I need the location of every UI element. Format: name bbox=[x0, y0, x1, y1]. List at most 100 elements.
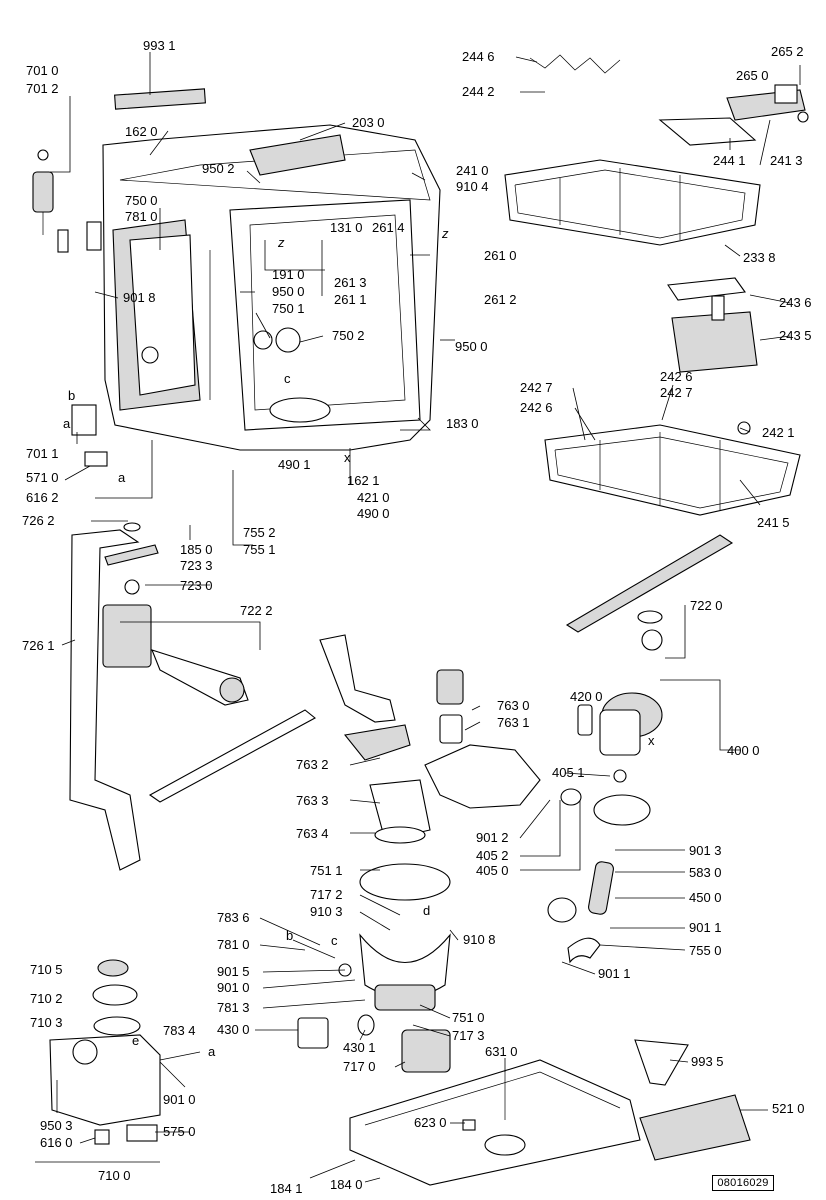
ref-letter: z bbox=[441, 226, 449, 241]
label-763-4: 763 4 bbox=[296, 826, 329, 841]
label-726-2: 726 2 bbox=[22, 513, 55, 528]
base-drawing bbox=[349, 1039, 751, 1186]
ref-letter: x bbox=[648, 733, 655, 748]
label-910-8: 910 8 bbox=[463, 932, 496, 947]
label-616-2: 616 2 bbox=[26, 490, 59, 505]
label-241-3: 241 3 bbox=[770, 153, 803, 168]
label-184-1: 184 1 bbox=[270, 1181, 303, 1196]
ref-letter: b bbox=[68, 388, 75, 403]
label-162-1: 162 1 bbox=[347, 473, 380, 488]
label-910-3: 910 3 bbox=[310, 904, 343, 919]
label-710-0: 710 0 bbox=[98, 1168, 131, 1183]
label-763-1: 763 1 bbox=[497, 715, 530, 730]
label-783-6: 783 6 bbox=[217, 910, 250, 925]
label-405-0: 405 0 bbox=[476, 863, 509, 878]
document-code: 08016029 bbox=[712, 1175, 774, 1191]
label-901-5: 901 5 bbox=[217, 964, 250, 979]
label-950-0-b: 950 0 bbox=[455, 339, 488, 354]
label-750-1: 750 1 bbox=[272, 301, 305, 316]
label-750-0: 750 0 bbox=[125, 193, 158, 208]
label-242-7-a: 242 7 bbox=[520, 380, 553, 395]
label-131-0: 131 0 bbox=[330, 220, 363, 235]
label-710-2: 710 2 bbox=[30, 991, 63, 1006]
label-405-1: 405 1 bbox=[552, 765, 585, 780]
label-242-1: 242 1 bbox=[762, 425, 795, 440]
label-261-0: 261 0 bbox=[484, 248, 517, 263]
label-571-0: 571 0 bbox=[26, 470, 59, 485]
label-763-0: 763 0 bbox=[497, 698, 530, 713]
label-430-1: 430 1 bbox=[343, 1040, 376, 1055]
ref-letter: x bbox=[344, 450, 351, 465]
label-751-1: 751 1 bbox=[310, 863, 343, 878]
ref-letter: e bbox=[132, 1033, 139, 1048]
label-490-0: 490 0 bbox=[357, 506, 390, 521]
label-751-0: 751 0 bbox=[452, 1010, 485, 1025]
label-244-6: 244 6 bbox=[462, 49, 495, 64]
label-265-2: 265 2 bbox=[771, 44, 804, 59]
label-950-3: 950 3 bbox=[40, 1118, 73, 1133]
label-203-0: 203 0 bbox=[352, 115, 385, 130]
label-261-3: 261 3 bbox=[334, 275, 367, 290]
reference-letters: z z c b a a x x b c d e a bbox=[63, 226, 655, 1059]
label-242-7-b: 242 7 bbox=[660, 385, 693, 400]
label-755-1: 755 1 bbox=[243, 542, 276, 557]
label-950-0-a: 950 0 bbox=[272, 284, 305, 299]
label-901-0-b: 901 0 bbox=[163, 1092, 196, 1107]
ref-letter: z bbox=[277, 235, 285, 250]
ref-letter: a bbox=[208, 1044, 216, 1059]
label-722-2: 722 2 bbox=[240, 603, 273, 618]
label-405-2: 405 2 bbox=[476, 848, 509, 863]
ref-letter: a bbox=[118, 470, 126, 485]
label-191-0: 191 0 bbox=[272, 267, 305, 282]
label-233-8: 233 8 bbox=[743, 250, 776, 265]
label-261-2: 261 2 bbox=[484, 292, 517, 307]
label-162-0: 162 0 bbox=[125, 124, 158, 139]
label-717-3: 717 3 bbox=[452, 1028, 485, 1043]
label-755-0: 755 0 bbox=[689, 943, 722, 958]
label-244-1: 244 1 bbox=[713, 153, 746, 168]
filters-sump-drawing bbox=[319, 634, 541, 1011]
upper-spray-arm-drawing bbox=[565, 534, 734, 651]
label-763-3: 763 3 bbox=[296, 793, 329, 808]
label-723-3: 723 3 bbox=[180, 558, 213, 573]
label-265-0: 265 0 bbox=[736, 68, 769, 83]
lower-spray-arm-drawing bbox=[148, 649, 316, 803]
left-valve-drawing bbox=[32, 149, 108, 467]
label-726-1: 726 1 bbox=[22, 638, 55, 653]
label-631-0: 631 0 bbox=[485, 1044, 518, 1059]
label-183-0: 183 0 bbox=[446, 416, 479, 431]
label-242-6-b: 242 6 bbox=[660, 369, 693, 384]
label-450-0: 450 0 bbox=[689, 890, 722, 905]
heater-valve-drawing bbox=[292, 939, 451, 1073]
label-241-0: 241 0 bbox=[456, 163, 489, 178]
label-781-3: 781 3 bbox=[217, 1000, 250, 1015]
label-750-2: 750 2 bbox=[332, 328, 365, 343]
label-243-6: 243 6 bbox=[779, 295, 812, 310]
label-243-5: 243 5 bbox=[779, 328, 812, 343]
label-261-4: 261 4 bbox=[372, 220, 405, 235]
label-783-4: 783 4 bbox=[163, 1023, 196, 1038]
label-901-3: 901 3 bbox=[689, 843, 722, 858]
label-185-0: 185 0 bbox=[180, 542, 213, 557]
label-244-2: 244 2 bbox=[462, 84, 495, 99]
label-763-2: 763 2 bbox=[296, 757, 329, 772]
ref-letter: a bbox=[63, 416, 71, 431]
label-583-0: 583 0 bbox=[689, 865, 722, 880]
label-400-0: 400 0 bbox=[727, 743, 760, 758]
label-901-0-a: 901 0 bbox=[217, 980, 250, 995]
ref-letter: b bbox=[286, 928, 293, 943]
label-184-0: 184 0 bbox=[330, 1177, 363, 1192]
label-623-0: 623 0 bbox=[414, 1115, 447, 1130]
label-993-1: 993 1 bbox=[143, 38, 176, 53]
spray-pipe-drawing bbox=[69, 522, 159, 871]
part-labels: 993 1 701 0 701 2 162 0 203 0 950 2 750 … bbox=[22, 38, 812, 1196]
label-421-0: 421 0 bbox=[357, 490, 390, 505]
lower-basket-drawing bbox=[544, 421, 801, 516]
tub-cabinet-drawing bbox=[102, 88, 441, 451]
upper-basket-drawing bbox=[504, 54, 809, 246]
label-910-4: 910 4 bbox=[456, 179, 489, 194]
label-781-0-b: 781 0 bbox=[217, 937, 250, 952]
label-901-1-b: 901 1 bbox=[598, 966, 631, 981]
pump-drawing bbox=[547, 692, 663, 964]
